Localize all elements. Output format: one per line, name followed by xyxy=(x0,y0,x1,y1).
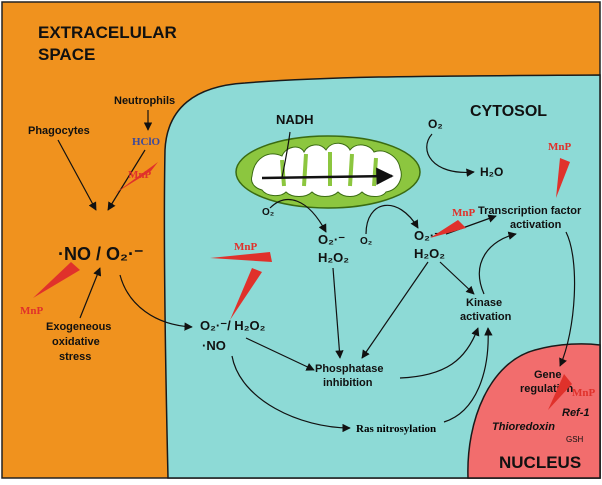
arrow-transcription-to-gene xyxy=(559,231,576,367)
hclo-label: HClO xyxy=(132,136,161,148)
neutrophils-label: Neutrophils xyxy=(114,95,175,107)
kinase-label-1: Kinase xyxy=(466,297,502,309)
exogeneous-label-3: stress xyxy=(59,351,91,363)
arrow-superoxide-right-to-kinase xyxy=(439,261,475,295)
arrow-phagocytes-radical xyxy=(57,139,97,211)
mnp-label-exogeneous: MnP xyxy=(20,305,44,317)
no-lower-label: ·NO xyxy=(202,338,226,353)
kinase-label-2: activation xyxy=(460,311,512,323)
exogeneous-label-2: oxidative xyxy=(52,336,100,348)
mnp-wedge-exogeneous xyxy=(33,262,80,298)
arrow-kinase-to-transcription xyxy=(478,231,517,295)
ras-label: Ras nitrosylation xyxy=(356,423,436,435)
no-superoxide-label: ·NO / O₂·⁻ xyxy=(58,244,144,264)
h2o2-mid-label: H₂O₂ xyxy=(318,250,349,265)
o2-mito-left-label: O₂ xyxy=(262,207,274,218)
arrow-radical-to-cytosol xyxy=(119,274,193,331)
mnp-label-gene: MnP xyxy=(572,387,596,399)
phagocytes-label: Phagocytes xyxy=(28,125,90,137)
nadh-label: NADH xyxy=(276,112,314,127)
superoxide-mid-label: O₂·⁻ xyxy=(318,232,345,247)
pathway-arrows xyxy=(57,110,576,433)
mitochondrion xyxy=(235,135,421,209)
mnp-label-superoxide-right: MnP xyxy=(452,207,476,219)
phosphatase-label-2: inhibition xyxy=(323,377,373,389)
cytosol-title: CYTOSOL xyxy=(470,103,547,120)
thioredoxin-label: Thioredoxin xyxy=(492,421,555,433)
mnp-wedge-hclo xyxy=(114,162,158,194)
arrow-lower-to-phosphatase xyxy=(245,337,315,371)
nucleus-region xyxy=(467,343,601,479)
arrow-exogeneous-radical xyxy=(79,267,102,319)
h2o-label: H₂O xyxy=(480,165,503,179)
mnp-wedge-superoxide-right xyxy=(430,220,466,238)
extracellular-title: EXTRACELULAR xyxy=(38,23,177,42)
mnp-wedge-superoxide-mid xyxy=(210,252,272,262)
nucleus-title: NUCLEUS xyxy=(499,453,581,472)
o2-h2o2-lower-label: O₂·⁻/ H₂O₂ xyxy=(200,318,266,333)
mnp-wedge-transcription xyxy=(556,158,570,198)
arrow-o2-to-h2o xyxy=(426,133,475,177)
exogeneous-label-1: Exogeneous xyxy=(46,321,111,333)
mnp-label-hclo: MnP xyxy=(128,169,152,181)
transcription-label-1: Transcription factor xyxy=(478,205,582,217)
arrow-mito-to-superoxide xyxy=(269,199,327,233)
arrow-phosphatase-to-kinase xyxy=(399,327,480,379)
arrow-hclo-radical xyxy=(107,149,146,211)
ref1-label: Ref-1 xyxy=(562,407,590,419)
arrow-nadh-to-mito xyxy=(281,131,291,179)
mnp-label-transcription: MnP xyxy=(548,141,572,153)
arrow-no-to-ras xyxy=(231,355,351,433)
arrow-superoxide-right-to-phosphatase xyxy=(361,261,429,359)
arrow-mito-to-superoxide-right xyxy=(365,204,419,235)
superoxide-right-label: O₂·⁻ xyxy=(414,228,441,243)
mnp-inhibitors xyxy=(33,158,572,410)
mnp-label-superoxide-mid: MnP xyxy=(234,241,258,253)
mnp-wedge-lower xyxy=(230,268,262,320)
extracellular-title-line2: SPACE xyxy=(38,45,95,64)
o2-top-label: O₂ xyxy=(428,117,443,131)
transcription-label-2: activation xyxy=(510,219,562,231)
mnp-wedge-gene xyxy=(548,374,572,410)
phosphatase-label-1: Phosphatase xyxy=(315,363,383,375)
arrow-superoxide-mid-to-phosphatase xyxy=(332,267,344,359)
o2-mito-right-label: O₂ xyxy=(360,236,372,247)
arrow-ras-to-kinase xyxy=(443,327,493,423)
h2o2-right-label: H₂O₂ xyxy=(414,246,445,261)
gene-label-1: Gene xyxy=(534,369,562,381)
gsh-label: GSH xyxy=(566,435,584,444)
